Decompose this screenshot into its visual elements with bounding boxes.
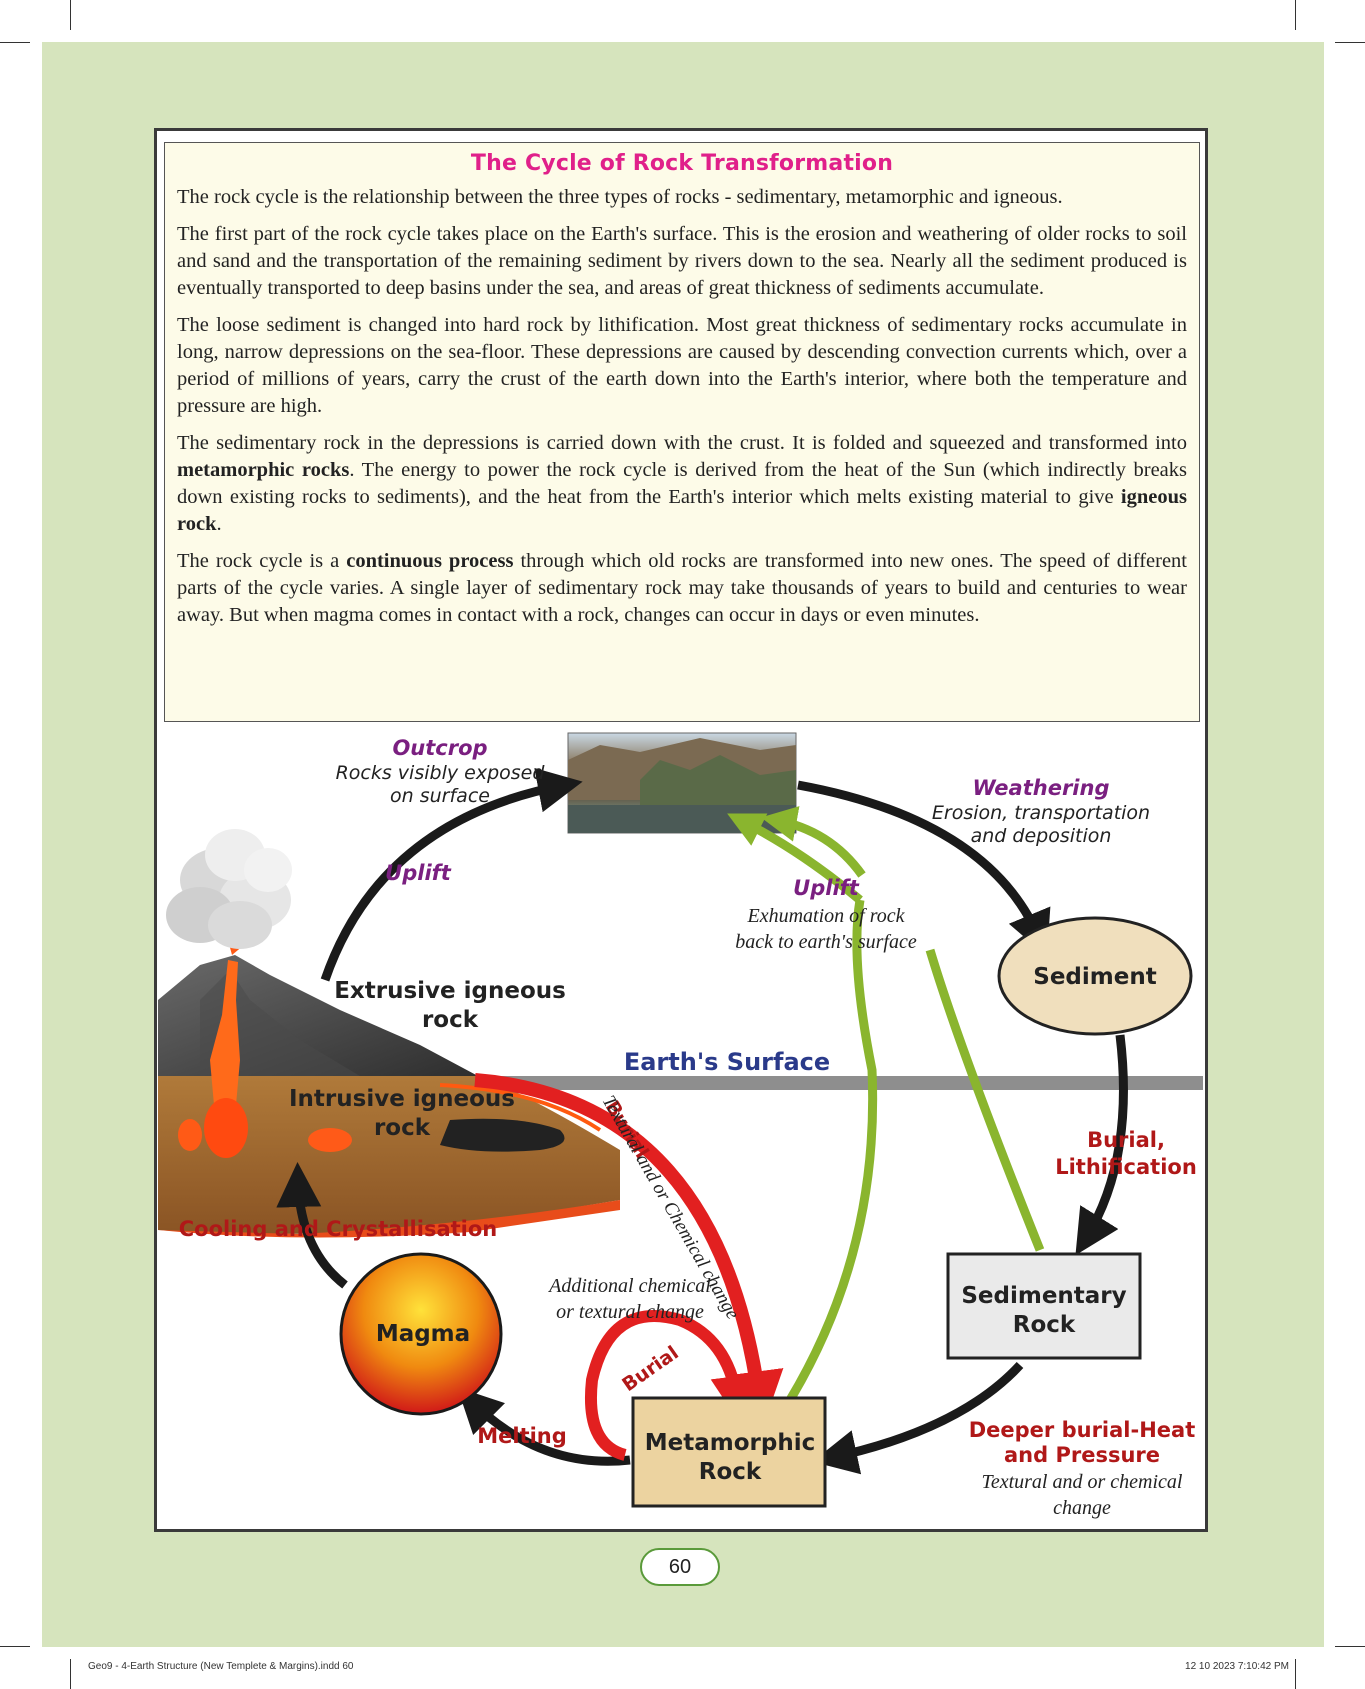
crop-mark	[1295, 1659, 1296, 1689]
arrow-burial-loop	[585, 1310, 759, 1461]
page-number: 60	[640, 1548, 720, 1586]
sediment-node	[997, 916, 1193, 1036]
label-extrusive-2: rock	[422, 1007, 479, 1033]
arrow-sedimentary-to-metamorphic	[812, 1361, 1024, 1475]
label-extrusive-1: Extrusive igneous	[334, 978, 566, 1004]
crop-mark	[70, 0, 71, 30]
label-weathering-desc-2: and deposition	[971, 825, 1112, 847]
p4-text: The sedimentary rock in the depressions …	[177, 432, 1187, 454]
label-uplift-desc-2: back to earth's surface	[735, 931, 917, 953]
earth-surface-line	[480, 1076, 1203, 1090]
p4-bold-igneous: igneous rock	[177, 486, 1187, 535]
p4-text: .	[216, 513, 222, 535]
label-outcrop-desc-1: Rocks visibly exposed	[336, 762, 546, 784]
label-additional-1: Additional chemical	[547, 1275, 711, 1297]
label-weathering-desc-1: Erosion, transportation	[932, 802, 1150, 824]
file-slug: Geo9 - 4-Earth Structure (New Templete &…	[88, 1661, 354, 1672]
paragraph-2: The first part of the rock cycle takes p…	[177, 223, 1187, 299]
arrow-green-uplift-2-head	[760, 806, 866, 878]
arrow-metamorphic-to-magma	[457, 1387, 631, 1466]
volcano-illustration	[158, 935, 620, 1238]
label-deeper-desc-2: change	[1053, 1497, 1111, 1519]
label-intrusive-2: rock	[374, 1115, 431, 1141]
arrow-green-uplift-1	[786, 899, 878, 1403]
crop-mark	[70, 1659, 71, 1689]
arrow-magma-to-igneous	[276, 1162, 348, 1289]
arrow-sediment-to-sedimentary	[1075, 1034, 1128, 1256]
paragraph-5: The rock cycle is a continuous process t…	[177, 548, 1187, 629]
arrow-uplift-to-outcrop	[320, 767, 583, 982]
label-uplift-center: Uplift	[793, 876, 860, 900]
label-melting: Melting	[477, 1424, 567, 1448]
label-sedimentary-2: Rock	[1013, 1312, 1076, 1338]
label-deeper-1: Deeper burial-Heat	[969, 1418, 1196, 1442]
smoke-plume	[166, 829, 292, 949]
label-burial-lith-2: Lithification	[1055, 1155, 1197, 1179]
label-sedimentary-1: Sedimentary	[961, 1283, 1126, 1309]
label-additional-2: or textural change	[556, 1301, 704, 1323]
sedimentary-rock-node	[946, 1252, 1142, 1360]
label-sediment: Sediment	[1033, 964, 1156, 990]
label-intrusive-1: Intrusive igneous	[289, 1086, 515, 1112]
label-metamorphic-2: Rock	[699, 1459, 762, 1485]
label-outcrop-desc-2: on surface	[390, 785, 490, 807]
label-deeper-desc-1: Textural and or chemical	[982, 1471, 1183, 1493]
crop-mark	[1335, 1646, 1365, 1647]
label-earth-surface: Earth's Surface	[624, 1048, 830, 1076]
label-magma: Magma	[376, 1321, 470, 1347]
p5-text: The rock cycle is a	[177, 550, 347, 572]
p4-bold-metamorphic: metamorphic rocks	[177, 459, 350, 481]
label-weathering: Weathering	[972, 776, 1109, 800]
crop-mark	[1295, 0, 1296, 30]
crop-mark	[0, 1646, 30, 1647]
paragraph-1: The rock cycle is the relationship betwe…	[177, 186, 1063, 208]
page-title: The Cycle of Rock Transformation	[470, 151, 894, 176]
label-deeper-2: and Pressure	[1004, 1443, 1160, 1467]
label-metamorphic-1: Metamorphic	[645, 1430, 815, 1456]
label-burial-loop: Burial	[618, 1342, 682, 1396]
intro-text-box: The Cycle of Rock Transformation The roc…	[164, 142, 1200, 722]
p5-bold-continuous: continuous process	[346, 550, 514, 572]
label-burial-lith-1: Burial,	[1087, 1128, 1165, 1152]
outcrop-photo	[567, 732, 797, 834]
label-uplift-left: Uplift	[385, 861, 452, 885]
crop-mark	[1335, 42, 1365, 43]
magma-node	[339, 1252, 503, 1416]
p4-text: . The energy to power the rock cycle is …	[177, 459, 1188, 508]
paragraph-3: The loose sediment is changed into hard …	[177, 314, 1187, 417]
paragraph-4: The sedimentary rock in the depressions …	[177, 430, 1187, 538]
crop-mark	[0, 42, 30, 43]
label-outcrop: Outcrop	[392, 736, 487, 760]
label-cooling: Cooling and Crystallisation	[179, 1217, 497, 1241]
metamorphic-rock-node	[631, 1396, 827, 1508]
arrow-green-uplift-1-head	[727, 813, 863, 904]
arrow-weathering-to-sediment	[797, 780, 1051, 957]
p5-text: through which old rocks are transformed …	[177, 550, 1187, 626]
arrow-burial-to-metamorphic	[474, 1073, 784, 1428]
timestamp-slug: 12 10 2023 7:10:42 PM	[1185, 1661, 1289, 1672]
label-uplift-desc-1: Exhumation of rock	[746, 905, 905, 927]
arrow-green-uplift-2	[925, 948, 1045, 1252]
